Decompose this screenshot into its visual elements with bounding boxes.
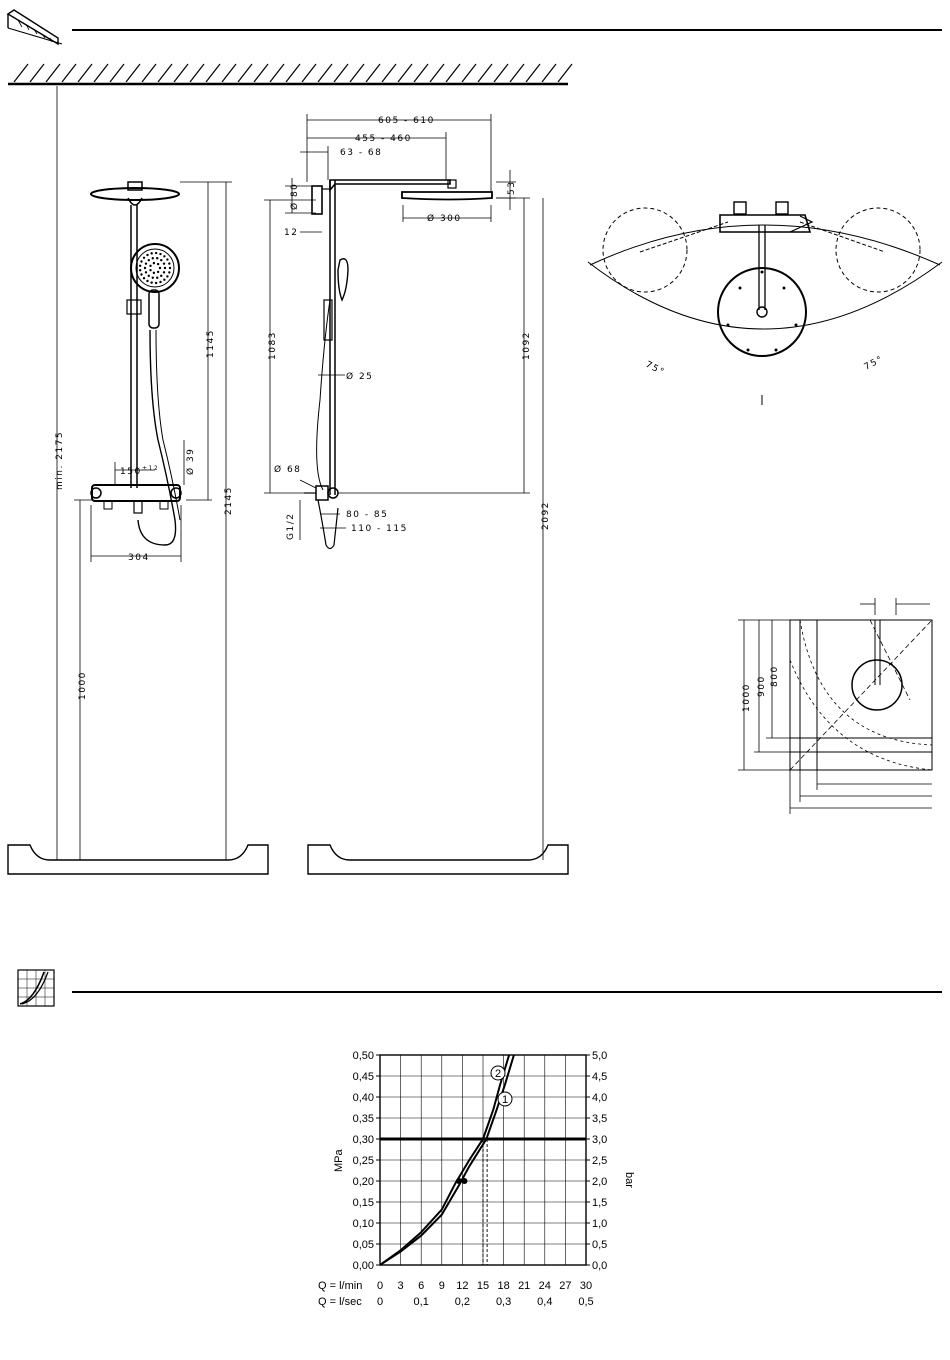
y-right-tick: 5,0 xyxy=(592,1050,607,1062)
dimension-section-icon xyxy=(6,9,63,46)
dim-min-height: min. 2175 xyxy=(55,431,65,490)
y-right-label: bar xyxy=(623,1172,635,1188)
ceiling-hatch xyxy=(8,63,573,86)
y-right-tick: 3,5 xyxy=(592,1113,607,1125)
y-right-tick: 4,5 xyxy=(592,1071,607,1083)
flow-chart-icon xyxy=(17,969,55,1007)
y-left-tick: 0,20 xyxy=(353,1176,374,1188)
plan-view xyxy=(587,201,943,405)
x-tick-lmin: 15 xyxy=(477,1280,489,1292)
x-tick-lmin: 6 xyxy=(418,1280,424,1292)
flow-chart: 0,000,050,100,150,200,250,300,350,400,45… xyxy=(353,1050,608,1308)
y-left-tick: 0,00 xyxy=(353,1260,374,1272)
corner-800: 800 xyxy=(770,665,780,687)
dim-dia68: Ø 68 xyxy=(274,464,301,475)
x-tick-lmin: 9 xyxy=(439,1280,445,1292)
x-tick-lmin: 21 xyxy=(518,1280,530,1292)
angle-right: 75° xyxy=(863,354,886,372)
series-label-1: 1 xyxy=(502,1094,508,1106)
y-right-tick: 1,5 xyxy=(592,1197,607,1209)
dim-150: 150 xyxy=(120,467,142,477)
y-left-tick: 0,35 xyxy=(353,1113,374,1125)
dim-thread: G1/2 xyxy=(286,513,296,540)
y-left-tick: 0,40 xyxy=(353,1092,374,1104)
dim-tolerance: ±12 xyxy=(142,465,159,472)
x-tick-lsec: 0,5 xyxy=(578,1296,593,1308)
x-tick-lmin: 30 xyxy=(580,1280,592,1292)
dim-80-85: 80 - 85 xyxy=(346,510,388,520)
y-left-tick: 0,05 xyxy=(353,1239,374,1251)
y-right-tick: 3,0 xyxy=(592,1134,607,1146)
x-tick-lmin: 12 xyxy=(456,1280,468,1292)
y-left-tick: 0,45 xyxy=(353,1071,374,1083)
x-label-bottom: Q = l/sec xyxy=(318,1296,362,1308)
data-marker xyxy=(461,1178,468,1184)
corner-plan-dimensions xyxy=(738,598,932,814)
series-line-2 xyxy=(379,1054,511,1266)
y-left-label: MPa xyxy=(333,1149,345,1173)
corner-plan xyxy=(789,619,933,771)
y-left-tick: 0,50 xyxy=(353,1050,374,1062)
angle-left: 75° xyxy=(644,360,667,378)
y-left-tick: 0,25 xyxy=(353,1155,374,1167)
dim-455-460: 455 - 460 xyxy=(355,134,412,144)
dim-53: 53 xyxy=(507,181,517,195)
front-view-dimensions xyxy=(56,86,232,860)
y-right-tick: 0,5 xyxy=(592,1239,607,1251)
dim-1083: 1083 xyxy=(268,331,278,360)
y-right-tick: 0,0 xyxy=(592,1260,607,1272)
y-left-tick: 0,15 xyxy=(353,1197,374,1209)
y-left-tick: 0,10 xyxy=(353,1218,374,1230)
x-tick-lsec: 0,2 xyxy=(455,1296,470,1308)
x-tick-lmin: 24 xyxy=(539,1280,551,1292)
floor-outlines xyxy=(7,844,569,875)
series-marker-1 xyxy=(497,1091,513,1107)
dim-2145: 2145 xyxy=(224,486,234,515)
y-right-tick: 4,0 xyxy=(592,1092,607,1104)
dim-dia80: Ø 80 xyxy=(289,183,300,210)
series-label-2: 2 xyxy=(495,1068,501,1080)
dim-12: 12 xyxy=(284,228,298,238)
x-tick-lsec: 0 xyxy=(377,1296,383,1308)
y-right-tick: 1,0 xyxy=(592,1218,607,1230)
data-marker xyxy=(455,1178,462,1184)
x-label-top: Q = l/min xyxy=(318,1280,362,1292)
x-tick-lsec: 0,4 xyxy=(537,1296,552,1308)
y-left-tick: 0,30 xyxy=(353,1134,374,1146)
dim-bar-dia: Ø 25 xyxy=(346,371,373,382)
corner-1000: 1000 xyxy=(742,683,752,712)
x-tick-lmin: 18 xyxy=(497,1280,509,1292)
dim-1145: 1145 xyxy=(206,329,216,358)
front-view xyxy=(90,181,182,546)
dim-110-115: 110 - 115 xyxy=(351,524,408,534)
dim-dia39: Ø 39 xyxy=(185,448,196,475)
series-marker-2 xyxy=(490,1065,506,1081)
x-tick-lmin: 27 xyxy=(559,1280,571,1292)
dim-304: 304 xyxy=(128,553,150,563)
side-view-dimensions xyxy=(264,114,544,860)
x-tick-lsec: 0,1 xyxy=(414,1296,429,1308)
dim-605-610: 605 - 610 xyxy=(378,116,435,126)
plan-view-dots xyxy=(726,270,798,352)
y-right-tick: 2,5 xyxy=(592,1155,607,1167)
dim-1092: 1092 xyxy=(522,331,532,360)
x-tick-lmin: 0 xyxy=(377,1280,383,1292)
dim-1000: 1000 xyxy=(78,671,88,700)
dim-2092: 2092 xyxy=(541,501,551,530)
dim-63-68: 63 - 68 xyxy=(340,148,382,158)
x-tick-lsec: 0,3 xyxy=(496,1296,511,1308)
dim-head-dia: Ø 300 xyxy=(427,213,462,224)
corner-900: 900 xyxy=(757,675,767,697)
x-tick-lmin: 3 xyxy=(398,1280,404,1292)
y-right-tick: 2,0 xyxy=(592,1176,607,1188)
